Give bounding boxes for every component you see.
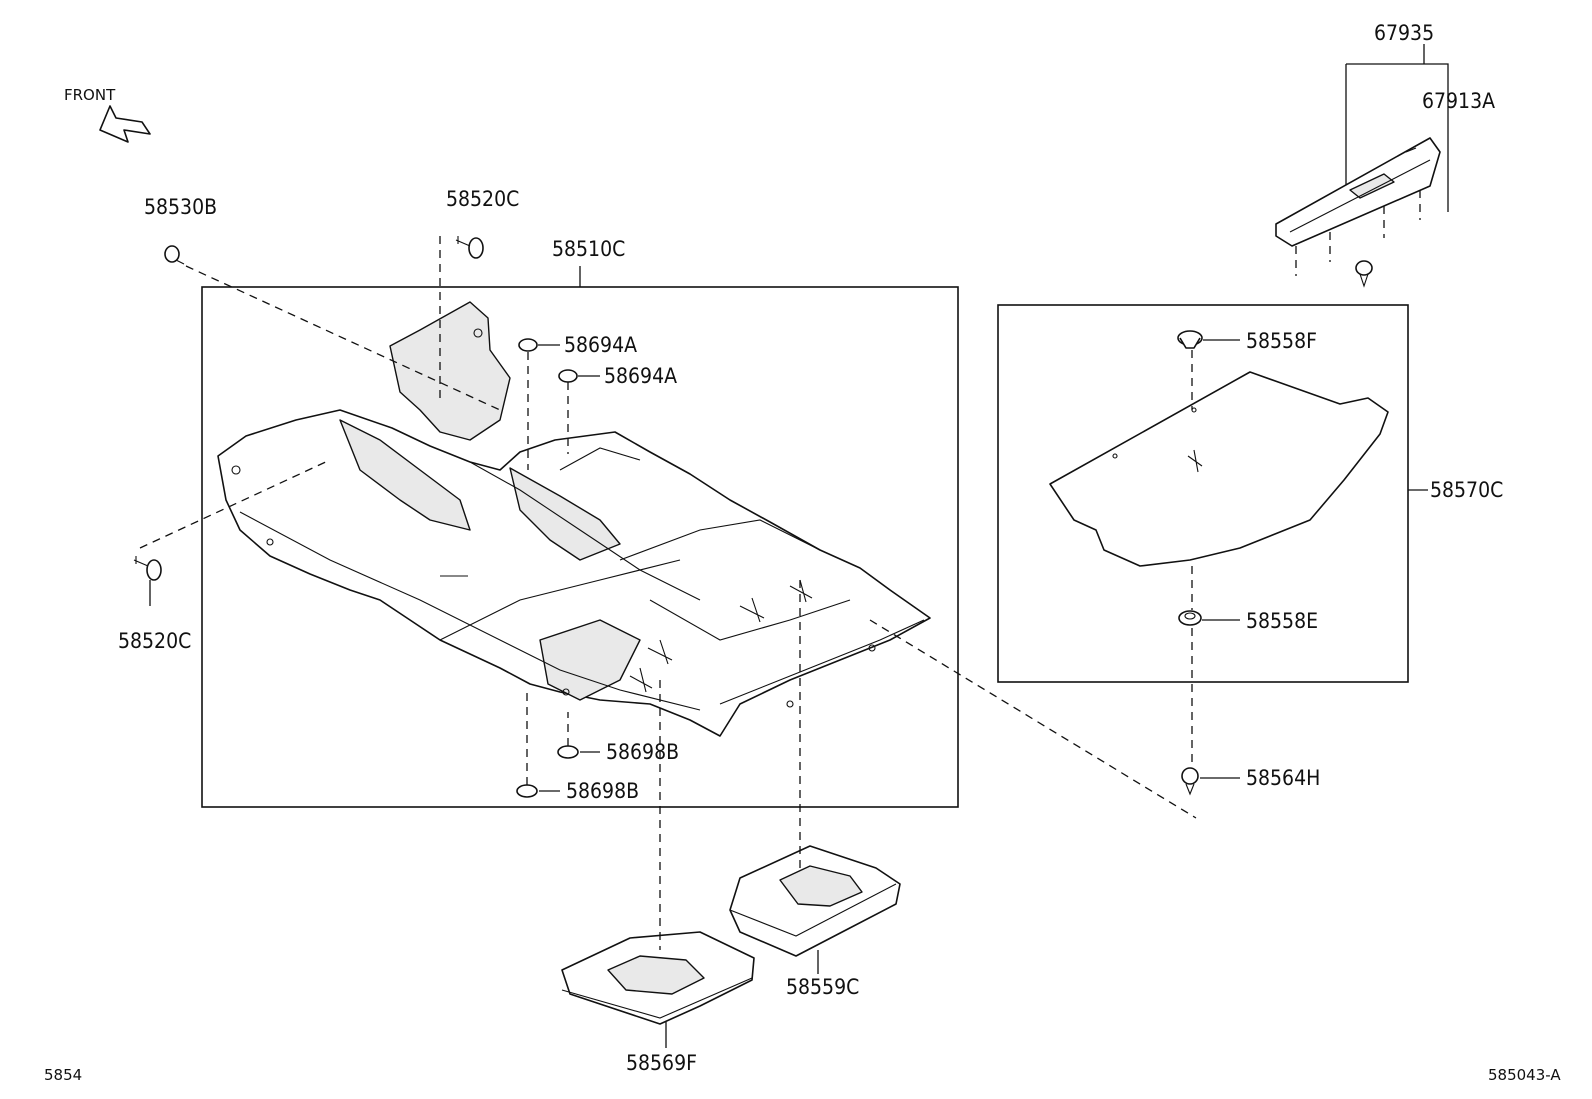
label-58569F: 58569F bbox=[626, 1051, 697, 1075]
label-58698B-2: 58698B bbox=[566, 779, 639, 803]
label-58520C-left: 58520C bbox=[118, 629, 191, 653]
clip-58558E-icon bbox=[1178, 610, 1240, 626]
label-58694A-1: 58694A bbox=[564, 333, 637, 357]
label-58558F: 58558F bbox=[1246, 329, 1317, 353]
label-58510C: 58510C bbox=[552, 237, 625, 261]
clip-58558F-icon bbox=[1177, 330, 1240, 349]
clip-58520C-left-icon bbox=[133, 556, 162, 581]
clip-67935-icon bbox=[1355, 260, 1373, 288]
label-58558E: 58558E bbox=[1246, 609, 1318, 633]
trim-67913A bbox=[1275, 137, 1441, 247]
footer-right-code: 585043-A bbox=[1488, 1066, 1561, 1084]
front-label: FRONT bbox=[64, 86, 116, 104]
clip-58520C-top-icon bbox=[455, 236, 484, 259]
luggage-mat-group-box bbox=[997, 304, 1409, 683]
pad-58569F bbox=[561, 931, 755, 1025]
clip-58530B-icon bbox=[164, 245, 185, 265]
label-58520C-top: 58520C bbox=[446, 187, 519, 211]
clip-58564H-icon bbox=[1181, 767, 1240, 796]
luggage-mat-58570C bbox=[1049, 371, 1389, 567]
label-67913A: 67913A bbox=[1422, 89, 1495, 113]
label-58694A-2: 58694A bbox=[604, 364, 677, 388]
clip-58698B-upper-icon bbox=[557, 745, 600, 759]
footer-left-code: 5854 bbox=[44, 1066, 82, 1084]
clip-58694A-upper-icon bbox=[518, 338, 560, 352]
label-58570C: 58570C bbox=[1430, 478, 1503, 502]
label-58530B: 58530B bbox=[144, 195, 217, 219]
label-58698B-1: 58698B bbox=[606, 740, 679, 764]
floor-carpet-58510C bbox=[217, 301, 931, 737]
clip-58694A-lower-icon bbox=[558, 369, 600, 383]
label-58564H: 58564H bbox=[1246, 766, 1320, 790]
clip-58698B-lower-icon bbox=[516, 784, 560, 798]
pad-58559C bbox=[729, 845, 901, 957]
front-arrow-icon bbox=[99, 105, 151, 143]
front-indicator: FRONT bbox=[64, 86, 151, 143]
label-67935: 67935 bbox=[1374, 21, 1434, 45]
label-58559C: 58559C bbox=[786, 975, 859, 999]
